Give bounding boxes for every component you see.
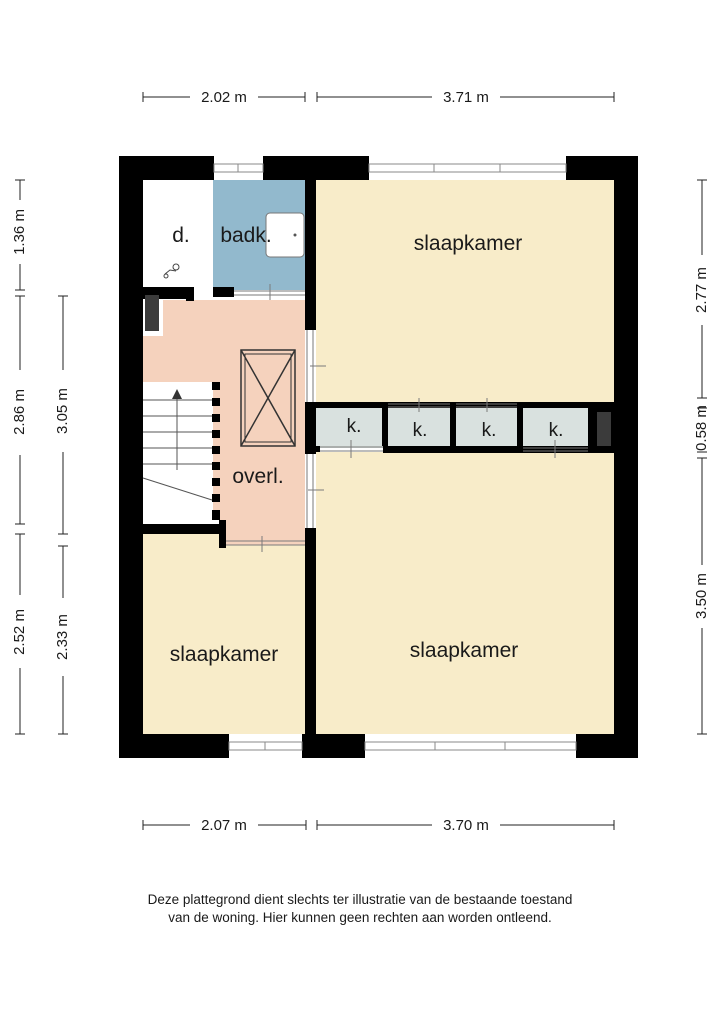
landing-label: overl. (232, 465, 283, 488)
dim-left-inner-bottom: 2.33 m (54, 614, 71, 660)
duct-left (145, 295, 159, 331)
walls (119, 156, 638, 758)
floor-plan: slaapkamer slaapkamer slaapkamer badk. d… (11, 89, 710, 834)
skylight (240, 349, 296, 447)
dim-right-top: 2.77 m (693, 267, 710, 313)
closet-2-label: k. (413, 420, 428, 441)
stairs-arrow-icon (172, 389, 182, 399)
dim-left-inner-top: 3.05 m (54, 388, 71, 434)
dim-right-middle: 0.58 m (693, 405, 710, 451)
disclaimer-line-2: van de woning. Hier kunnen geen rechten … (168, 910, 552, 925)
doors (226, 284, 588, 552)
closet-1-label: k. (347, 416, 362, 437)
bathroom-label: badk. (220, 224, 271, 247)
bedroom-top-right-label: slaapkamer (414, 232, 523, 255)
dim-bottom-right: 3.70 m (443, 817, 489, 834)
dim-top-right: 3.71 m (443, 89, 489, 106)
disclaimer: Deze plattegrond dient slechts ter illus… (0, 891, 720, 927)
dim-right-bottom: 3.50 m (693, 573, 710, 619)
dim-left-outer-top: 1.36 m (11, 209, 28, 255)
stairs (142, 398, 213, 501)
disclaimer-line-1: Deze plattegrond dient slechts ter illus… (147, 892, 573, 907)
shower-floor (143, 180, 213, 290)
bedroom-bottom-left-label: slaapkamer (170, 643, 279, 666)
bedroom-bottom-right-floor (316, 452, 614, 734)
bedroom-bottom-right-label: slaapkamer (410, 639, 519, 662)
bedroom-bottom-left-floor (143, 534, 305, 734)
stairs-floor (143, 382, 213, 524)
closet-4-label: k. (549, 420, 564, 441)
dim-bottom-left: 2.07 m (201, 817, 247, 834)
shower-label: d. (172, 224, 190, 247)
dim-left-outer-middle: 2.86 m (11, 389, 28, 435)
dim-left-outer-bottom: 2.52 m (11, 609, 28, 655)
landing-floor (143, 300, 305, 545)
sink-icon (265, 212, 305, 258)
closet-3-label: k. (482, 420, 497, 441)
dim-top-left: 2.02 m (201, 89, 247, 106)
duct-right (597, 412, 611, 446)
bedroom-top-right-floor (316, 180, 614, 402)
shower-head-icon (163, 263, 180, 279)
closet-row-floor (316, 408, 598, 448)
